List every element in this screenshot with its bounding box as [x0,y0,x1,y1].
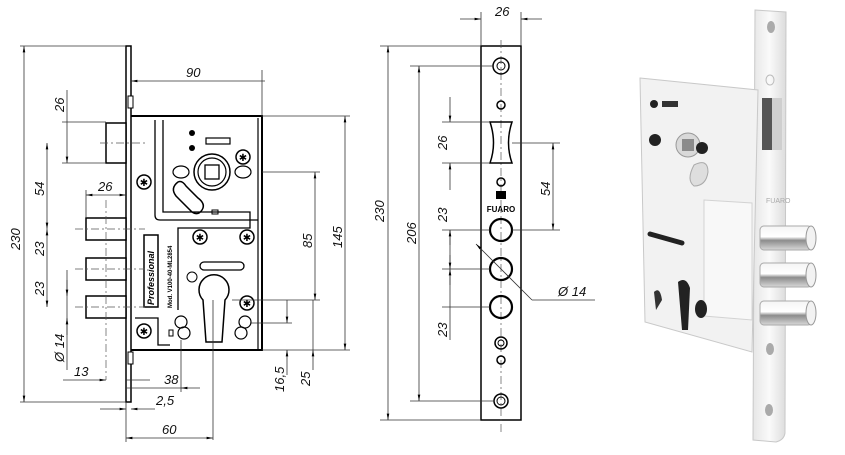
svg-text:✱: ✱ [243,299,251,310]
front-view: ✱ ✱ ✱ ✱ ✱ ✱ Professional Mod. V100-40-ML… [8,45,350,442]
screw-icon: ✱ [136,323,152,339]
dim-145: 145 [330,226,345,248]
dim-26-bolt: 26 [97,179,113,194]
screw-icon: ✱ [192,229,208,245]
photo-bolt [759,300,817,326]
svg-text:✱: ✱ [140,178,148,189]
dim-230-faceplate: 230 [372,200,387,223]
dim-54: 54 [32,182,47,196]
latch-face [488,121,514,164]
screw-icon: ✱ [239,295,255,311]
cylinder-hole [198,274,230,343]
spindle-hub [193,153,231,191]
svg-text:✱: ✱ [239,153,247,164]
dim-23-face-b: 23 [435,322,450,338]
screw-icon: ✱ [235,149,251,165]
dim-230: 230 [8,228,23,251]
brand-plate [143,234,159,308]
dim-diameter-14-face: Ø 14 [557,284,586,299]
svg-text:✱: ✱ [243,233,251,244]
dim-85: 85 [300,233,315,248]
lock-body [131,115,263,351]
dim-26-latch-face: 26 [435,135,450,151]
brand-plate-text: Professional [146,250,156,305]
dim-23-a: 23 [32,241,47,257]
svg-text:✱: ✱ [140,327,148,338]
dim-60: 60 [162,422,177,437]
photo-bolt [759,262,817,288]
photo-bolt [759,225,817,251]
dim-23-b: 23 [32,281,47,297]
dim-13: 13 [74,364,89,379]
screw-icon: ✱ [239,229,255,245]
dim-diameter-14: Ø 14 [52,334,67,363]
model-text: Mod. V100-40-ML2854 [168,245,174,308]
dim-26-width: 26 [494,4,510,19]
faceplate-view: FUARO 26 230 206 26 54 [372,4,595,435]
dim-23-face-a: 23 [435,207,450,223]
dim-38: 38 [164,372,179,387]
dim-26-latch: 26 [52,97,67,113]
faceplate-brand: FUARO [487,205,515,214]
dim-90: 90 [186,65,201,80]
dim-2-5: 2,5 [155,393,175,408]
photo-brand: FUARO [766,198,791,205]
screw-icon: ✱ [136,174,152,190]
svg-text:✱: ✱ [196,233,204,244]
product-photo: FUARO [639,9,817,443]
lever-slot [172,180,205,215]
dim-25: 25 [298,371,313,387]
dim-206: 206 [404,222,419,245]
dim-54-face: 54 [538,182,553,196]
dim-16-5: 16,5 [272,366,287,392]
